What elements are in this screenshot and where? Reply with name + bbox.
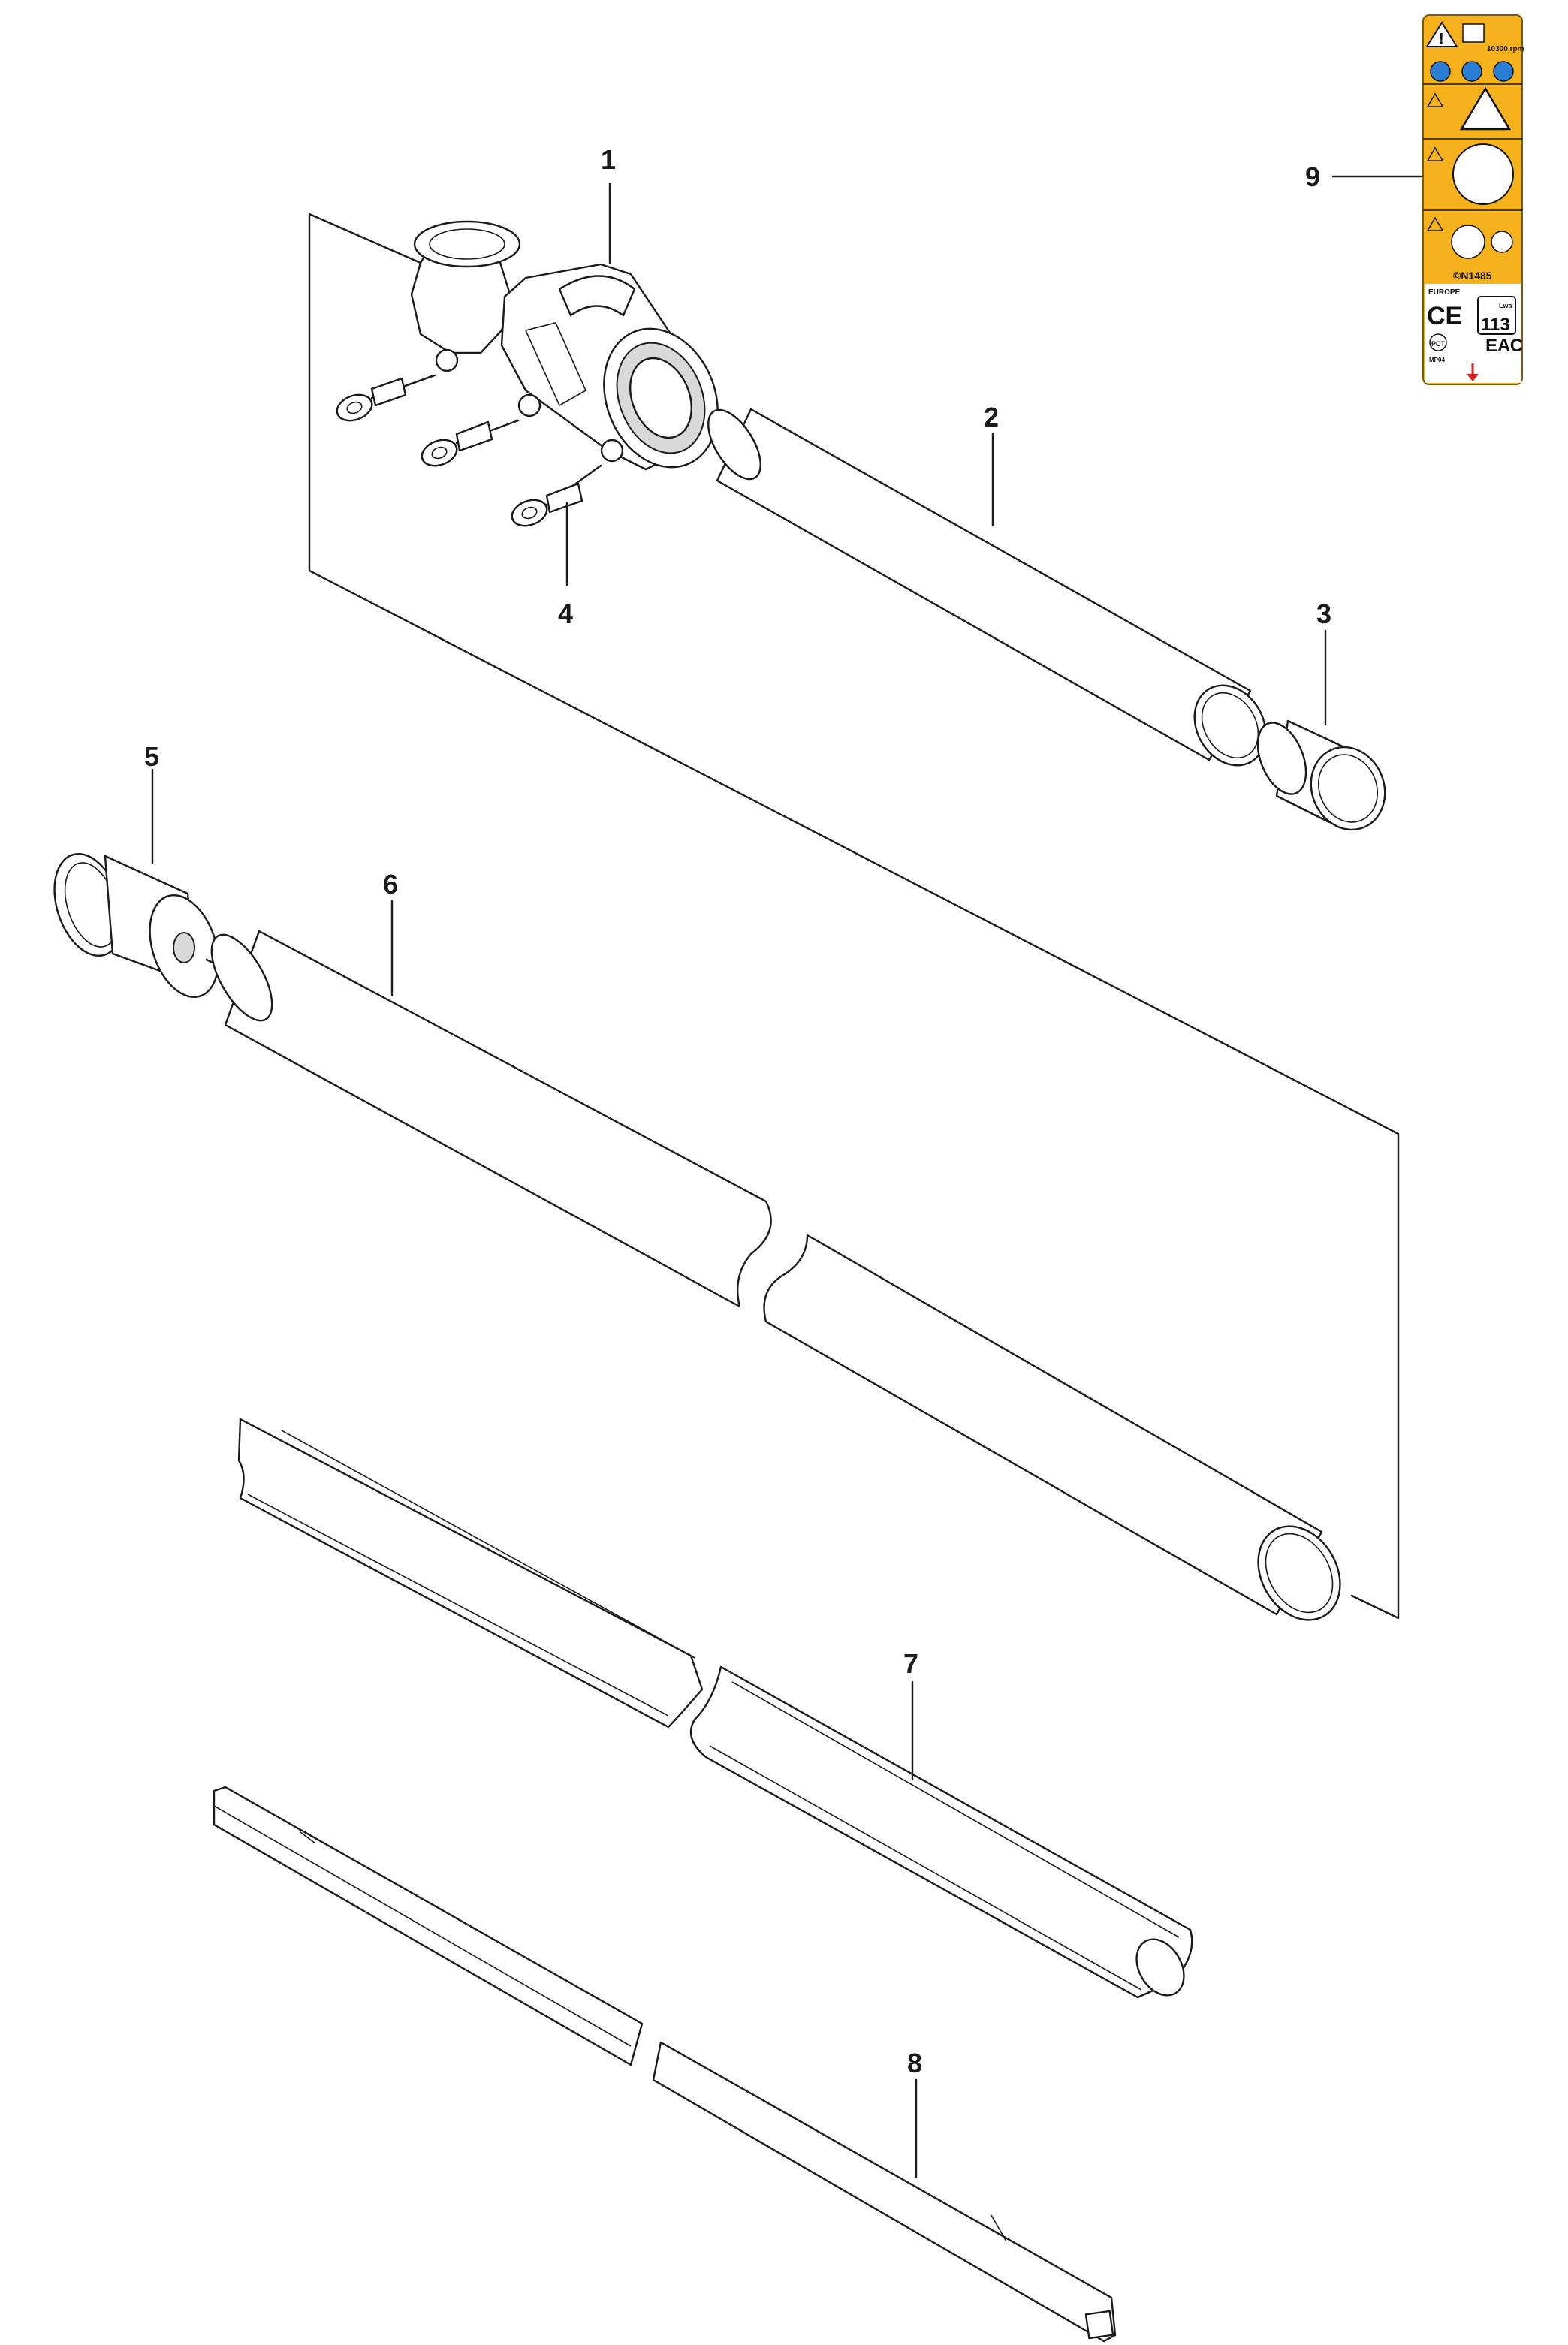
eac-mark-icon: ЕАС — [1485, 336, 1523, 356]
ear-protection-icon — [1430, 61, 1451, 82]
svg-text:!: ! — [1439, 31, 1444, 47]
eye-protection-icon — [1461, 61, 1482, 82]
part-2-upper-tube[interactable] — [698, 402, 1280, 779]
callout-3: 3 — [1316, 598, 1331, 629]
callout-2: 2 — [984, 402, 999, 433]
part-1-coupling[interactable] — [410, 220, 737, 484]
pct-text: PCT — [1431, 340, 1446, 348]
decal-region: EUROPE — [1428, 288, 1461, 297]
screw[interactable] — [418, 419, 520, 470]
part-5-bushing[interactable] — [42, 845, 230, 1005]
manual-book-icon — [1462, 23, 1485, 43]
ce-mark-icon: CE — [1427, 302, 1462, 330]
mp-text: MP04 — [1429, 357, 1445, 363]
sound-level: 113 — [1481, 315, 1510, 335]
warning-triangle-icon: ! — [1425, 21, 1458, 47]
pct-mark-icon — [1429, 333, 1447, 351]
part-9-safety-decal[interactable]: ! 10300 rpm ©N1485 EUROPE CE Lwa 113 PCT… — [1422, 14, 1524, 385]
sound-level-box — [1477, 296, 1516, 335]
part-8-drive-shaft[interactable] — [213, 1786, 1117, 2343]
decal-code: ©N1485 — [1453, 270, 1492, 282]
hand-guard-icon — [1451, 225, 1485, 259]
callout-7: 7 — [903, 1648, 918, 1679]
callout-6: 6 — [383, 869, 398, 900]
sound-unit: Lwa — [1499, 302, 1512, 309]
screw[interactable] — [508, 464, 602, 530]
distance-15m-icon — [1452, 143, 1514, 205]
part-4-screws[interactable] — [333, 374, 602, 530]
screw[interactable] — [333, 374, 436, 425]
hand-guard-icon — [1491, 231, 1513, 253]
callout-1: 1 — [601, 144, 616, 175]
down-arrow-icon — [1467, 374, 1479, 381]
thrown-objects-icon — [1459, 86, 1512, 131]
warning-triangle-icon — [1426, 92, 1444, 107]
callout-labels: 1 2 3 4 5 6 7 8 9 — [144, 144, 1331, 2078]
callout-9: 9 — [1305, 161, 1320, 192]
part-7-liner[interactable] — [237, 1418, 1193, 2004]
part-3-end-cap[interactable] — [1248, 716, 1397, 841]
rpm-text: 10300 rpm — [1487, 45, 1524, 53]
part-6-main-tube[interactable] — [200, 926, 1357, 1635]
callout-5: 5 — [144, 741, 159, 772]
boot-icon — [1493, 61, 1514, 82]
warning-triangle-icon — [1426, 146, 1444, 161]
warning-triangle-icon — [1426, 216, 1444, 231]
leader-lines — [151, 175, 1422, 2179]
callout-8: 8 — [907, 2048, 922, 2078]
assembly-frame — [308, 212, 1400, 1620]
callout-4: 4 — [558, 598, 573, 629]
